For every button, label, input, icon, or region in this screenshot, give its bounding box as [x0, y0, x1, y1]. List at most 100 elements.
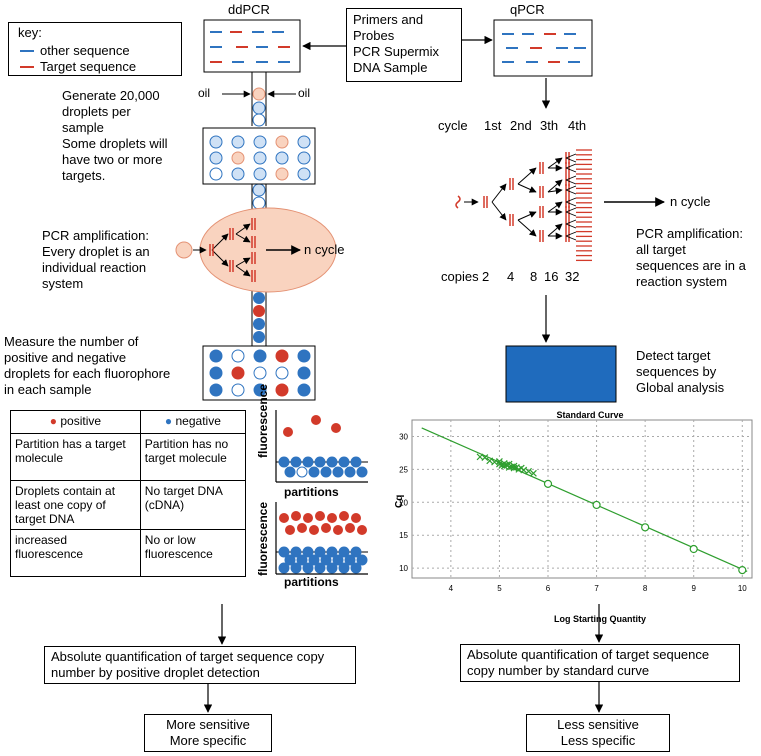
table-row: Partition has a target molecule Partitio…	[10, 433, 247, 481]
text-line: have two or more	[62, 152, 163, 167]
key-other-label: other sequence	[40, 43, 130, 58]
droplet	[209, 151, 223, 165]
tree-branch	[565, 231, 577, 237]
negative-dot-icon: ●	[164, 414, 173, 428]
table-row: Droplets contain at least one copy of ta…	[10, 480, 247, 530]
measure-droplet-grid	[209, 349, 311, 397]
tree-branch	[565, 197, 577, 203]
inputs-line: Probes	[353, 28, 395, 43]
tree-branch	[565, 201, 577, 207]
negative-point	[278, 562, 290, 574]
unknown-point	[510, 464, 518, 472]
negative-droplet	[253, 383, 267, 397]
copies-item: 2	[482, 269, 490, 284]
positive-point	[309, 525, 319, 535]
dd-conclusion-box: Absolute quantification of target sequen…	[44, 646, 356, 684]
text-line: all target	[636, 242, 686, 257]
negative-droplet	[297, 383, 311, 397]
positive-point	[303, 513, 313, 523]
text-line: Absolute quantification of target sequen…	[467, 647, 710, 662]
tree-arrow	[547, 223, 563, 237]
text-line: droplets for each fluorophore	[4, 366, 171, 381]
scatter1-ylabel: fluorescence	[256, 383, 270, 458]
text-line: individual reaction	[42, 260, 147, 275]
negative-point	[356, 554, 368, 566]
negative-point	[290, 562, 302, 574]
cycle-item: 1st	[484, 118, 502, 133]
negative-point	[314, 562, 326, 574]
positive-point	[311, 415, 321, 425]
ddpcr-channel	[222, 72, 296, 346]
channel-droplet	[253, 305, 265, 317]
text-line: More sensitive	[166, 717, 250, 732]
table-cell: increased fluorescence	[10, 529, 141, 577]
tree-arrow	[547, 179, 563, 193]
negative-droplet	[209, 383, 223, 397]
positive-point	[315, 511, 325, 521]
positive-point	[339, 511, 349, 521]
droplet	[231, 167, 245, 181]
droplet	[253, 167, 267, 181]
template-strand	[455, 195, 461, 209]
tree-branch	[565, 175, 577, 181]
text-line: copy number by standard curve	[467, 663, 650, 678]
table-cell: Droplets contain at least one copy of ta…	[10, 480, 141, 530]
positive-point	[357, 525, 367, 535]
negative-point	[302, 562, 314, 574]
tree-arrow	[547, 187, 563, 195]
tree-arrow	[491, 201, 507, 221]
chart-xlabel: Log Starting Quantity	[554, 614, 646, 624]
positive-point	[291, 511, 301, 521]
negative-point	[326, 562, 338, 574]
empty-droplet	[231, 383, 245, 397]
tree-arrow	[517, 211, 537, 221]
text-line: sequences are in a	[636, 258, 746, 273]
standard-point	[543, 479, 553, 488]
negative-point	[350, 546, 362, 558]
droplet	[275, 151, 289, 165]
droplet	[231, 151, 245, 165]
negative-point	[308, 554, 320, 566]
dd-amplification-text: PCR amplification: Every droplet is an i…	[42, 228, 150, 292]
inputs-line: DNA Sample	[353, 60, 428, 75]
droplet-mini-tree	[211, 223, 251, 277]
y-tick-label: 15	[399, 531, 408, 540]
channel-droplet	[252, 196, 266, 210]
y-tick-label: 25	[399, 465, 408, 474]
droplet	[231, 135, 245, 149]
negative-point	[338, 456, 350, 468]
q-n-cycle-label: n cycle	[670, 194, 711, 209]
tree-branch	[565, 219, 577, 225]
droplet	[253, 151, 267, 165]
scatter1-xlabel: partitions	[284, 485, 339, 499]
positive-point	[285, 525, 295, 535]
empty-droplet	[253, 366, 267, 380]
standard-point	[641, 523, 650, 532]
x-tick-label: 7	[594, 584, 599, 593]
tree-arrow	[517, 167, 537, 185]
negative-point	[350, 456, 362, 468]
negative-point	[320, 466, 332, 478]
inputs-line: PCR Supermix	[353, 44, 439, 59]
negative-point	[296, 466, 308, 478]
tree-arrow	[517, 183, 537, 193]
scatter-panel-dense	[275, 502, 368, 575]
dd-result-box: More sensitive More specific	[144, 714, 272, 752]
channel-droplet	[252, 183, 266, 197]
droplet	[275, 167, 289, 181]
table-cell: No target DNA (cDNA)	[139, 480, 247, 530]
tree-branch	[565, 235, 577, 241]
text-line: Generate 20,000	[62, 88, 160, 103]
tree-branch	[565, 211, 577, 217]
generated-droplet	[252, 87, 266, 101]
generated-droplet	[252, 101, 266, 115]
text-line: system	[42, 276, 84, 291]
droplet	[297, 135, 311, 149]
negative-droplet	[209, 349, 223, 363]
positive-dot-icon: ●	[49, 414, 57, 428]
negative-point	[350, 562, 362, 574]
negative-point	[344, 554, 356, 566]
dd-n-cycle-label: n cycle	[304, 242, 345, 257]
table-header-row: ● positive ● negative	[10, 410, 247, 434]
